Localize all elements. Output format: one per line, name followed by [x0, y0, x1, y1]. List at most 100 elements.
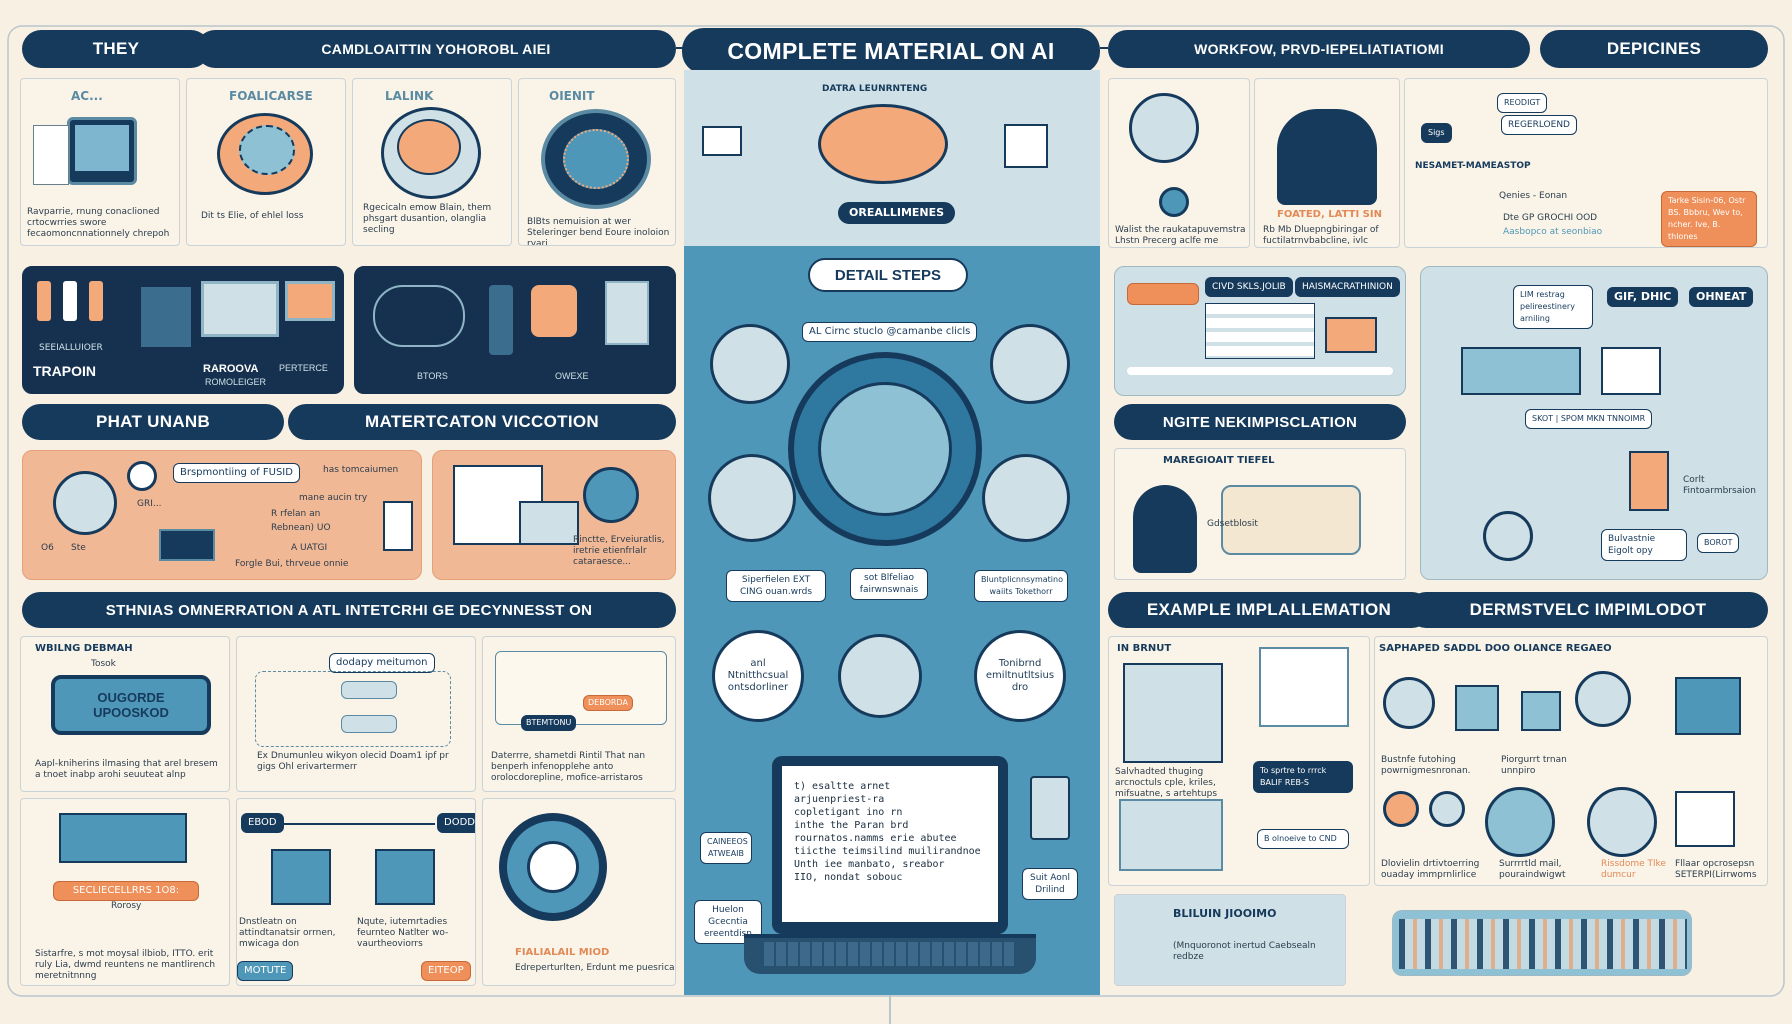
panel-intro-1: AC... Ravparrie, rnung conaclioned crtoc…: [20, 78, 180, 246]
rm-chip[interactable]: HAISMACRATHINION: [1295, 277, 1400, 297]
brain-swirl: [239, 125, 295, 175]
panel-label: WBILNG DEBMAH: [35, 643, 133, 654]
rm-chip[interactable]: CIVD SKLS.JOLIB: [1205, 277, 1293, 297]
br-chip[interactable]: To sprtre to rrrck BALIF REB-S: [1253, 761, 1353, 793]
panel-caption: Sistarfre, s mot moysal ilbiob, ITTO. er…: [35, 949, 216, 981]
panel-caption: Walist the raukatapuvemstra Lhstn Precer…: [1115, 225, 1246, 246]
machine-node: [1575, 671, 1631, 727]
machine-block: [1675, 677, 1741, 735]
br-caption: Bustnfe futohing powrnigmesnronan.: [1381, 755, 1471, 776]
paper-stack: [33, 125, 69, 185]
rt-small: Dte GP GROCHI OOD: [1503, 213, 1598, 223]
rm-chip: [1127, 283, 1199, 305]
step-box[interactable]: Bluntplicnnsymatino waiits Tokethorr: [974, 570, 1068, 602]
rt-chip[interactable]: REGERLOEND: [1501, 115, 1577, 135]
satellite-node: [710, 324, 790, 404]
rt-head: NESAMET-MAMEASTOP: [1415, 161, 1531, 171]
mid-chip[interactable]: dodapy meitumon: [329, 653, 435, 673]
monitor-icon: [1119, 799, 1223, 871]
flow-node[interactable]: MOTUTE: [237, 961, 294, 981]
bottle-icon: [37, 281, 51, 321]
hardware-label: RAROOVA: [203, 363, 259, 375]
monitor-icon: [201, 281, 279, 337]
panel-caption: Daterrre, shametdi Rintil That nan benpe…: [491, 751, 646, 783]
process-chip[interactable]: Brspmontiing of FUSID: [173, 463, 300, 483]
neural-globe-core: [563, 129, 629, 189]
panel-device-icon: [605, 281, 649, 345]
panel-sublabel: Tosok: [91, 659, 116, 669]
br-chip[interactable]: B olnoeive to CND: [1257, 829, 1349, 849]
rm-device: [1629, 451, 1669, 511]
realm-pill[interactable]: OREALLIMENES: [838, 202, 956, 224]
gear-icon: [127, 461, 157, 491]
step-circle-right: Tonibrnd emiltnutltsius dro: [974, 630, 1066, 722]
tablet-screen: [75, 125, 129, 171]
panel-caption: Rb Mb Dluepngbiringar of fuctilatrnvbabc…: [1263, 225, 1379, 246]
step-box[interactable]: sot Blfeliao fairwnswnais: [850, 568, 928, 600]
rm-note[interactable]: BOROT: [1697, 533, 1740, 553]
globe-node-icon: [1159, 187, 1189, 217]
br-caption: Rissdome Tlke dumcur: [1601, 859, 1666, 880]
ring-caption: Edreperturlten, Erdunt me puesrica: [515, 963, 675, 973]
panel-rt-2: FOATED, LATTI SIN Rb Mb Dluepngbiringar …: [1254, 78, 1400, 248]
panel-label: AC...: [71, 89, 103, 103]
panel-rm-2: LIM restrag pelireestinery arniling GIF,…: [1420, 266, 1768, 580]
settings-chip[interactable]: SECLIECELLRRS 1O8:: [53, 881, 199, 901]
hardware-label: OWEXE: [555, 371, 589, 381]
machine-block: [1455, 685, 1499, 731]
satellite-node: [982, 454, 1070, 542]
flow-chip: DEBORDA: [583, 695, 633, 711]
circuit-bars: [1399, 919, 1687, 969]
rm-machine: [1601, 347, 1661, 395]
rm-note: LIM restrag pelireestinery arniling: [1513, 285, 1593, 329]
rm-chip[interactable]: OHNEAT: [1689, 287, 1754, 307]
rt-orange-note: Tarke Sisin-06, Ostr BS. Bbbru, Wev to, …: [1661, 191, 1757, 247]
rt-chip[interactable]: Sigs: [1421, 123, 1452, 143]
panel-bl-4: SECLIECELLRRS 1O8: Rorosy Sistarfre, s m…: [20, 798, 230, 986]
satellite-node: [708, 454, 796, 542]
machine-icon: [375, 849, 435, 905]
panel-label: OIENIT: [549, 89, 595, 103]
rm-list: [1205, 303, 1315, 359]
rm-chip[interactable]: GIF, DHIC: [1607, 287, 1679, 307]
person-icon: [1133, 485, 1197, 573]
page-title: COMPLETE MATERIAL ON AI: [682, 28, 1100, 74]
rm-heart-card: [1325, 317, 1377, 353]
keyboard-icon: [383, 501, 413, 551]
terminal-line: arjuenpriest-ra: [794, 794, 885, 805]
detail-steps-button[interactable]: DETAIL STEPS: [808, 258, 968, 292]
panel-rm-1: CIVD SKLS.JOLIB HAISMACRATHINION: [1114, 266, 1406, 396]
process-note: A UATGI: [291, 543, 328, 553]
panel-caption: Dit ts Elie, of ehlel loss: [201, 211, 304, 221]
gear-icon: [1429, 791, 1465, 827]
detail-sub-chip: AL Cirnc stuclo @camanbe clicls: [802, 322, 978, 342]
person-vr-icon: [1277, 109, 1377, 205]
panel-caption: BlBts nemuision at wer Steleringer bend …: [527, 217, 670, 246]
panel-bl-2: dodapy meitumon Ex Dnumunleu wikyon olec…: [236, 636, 476, 792]
process-note: O6: [41, 543, 54, 553]
step-box[interactable]: Siperfielen EXT CING ouan.wrds: [726, 570, 826, 602]
flow-node[interactable]: EITEOP: [421, 961, 471, 981]
panel-circuit: [1392, 910, 1692, 976]
rt-chip[interactable]: REODIGT: [1497, 93, 1548, 113]
side-note: CAINEEOS ATWEAIB: [700, 832, 752, 864]
banner-they: THEY: [22, 30, 210, 68]
graph-icon: [702, 126, 742, 156]
document-card: [1259, 647, 1349, 727]
rm-note: Bulvastnie Eigolt opy: [1601, 529, 1687, 561]
monitor-icon: [285, 281, 335, 321]
banner-ngite: NGITE NEKIMPISCLATION: [1114, 404, 1406, 440]
ticket-label: BLILUIN JIOOIMO: [1173, 907, 1277, 920]
ring-label: FIALIALAIL MIOD: [515, 947, 610, 958]
machine-block: [1521, 691, 1561, 731]
flow-node[interactable]: EBOD: [241, 813, 284, 833]
banner-example: EXAMPLE IMPLALLEMATION: [1108, 592, 1430, 628]
data-learning-label: DATRA LEUNRNTENG: [822, 84, 928, 94]
terminal-line: t) esaltte arnet: [794, 781, 891, 792]
banner-wide-left: STHNIAS OMNERRATION A ATL INTETCRHI GE D…: [22, 592, 676, 628]
sensor-icon: [489, 285, 513, 355]
device-icon: [531, 285, 577, 337]
flow-node[interactable]: DODD: [437, 813, 475, 833]
panel-ticket: BLILUIN JIOOIMO (Mnquoronot inertud Caeb…: [1114, 894, 1346, 986]
panel-reporting: Rinctte, Erveiuratlis, iretrie etienfrla…: [432, 450, 676, 580]
